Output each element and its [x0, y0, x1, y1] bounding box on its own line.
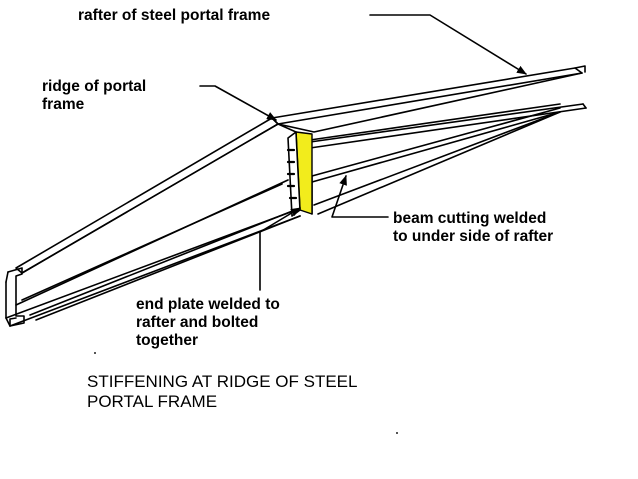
stray-dot [94, 352, 96, 354]
beam-cutting-label-line-1: beam cutting welded [393, 210, 547, 227]
rafter-label: rafter of steel portal frame [78, 7, 270, 25]
caption-line-1: STIFFENING AT RIDGE OF STEEL [87, 372, 358, 391]
ridge-label-line-2: frame [42, 96, 85, 113]
leader-lines [199, 14, 527, 291]
ridge-label: ridge of portal frame [42, 78, 146, 114]
caption-line-2: PORTAL FRAME [87, 392, 218, 411]
end-plate-label-line-2: rafter and bolted [136, 314, 259, 331]
ridge-end-plate [277, 123, 313, 217]
right-rafter [271, 65, 587, 215]
beam-cutting-label: beam cutting welded to under side of raf… [393, 210, 553, 246]
left-rafter [5, 117, 301, 327]
end-plate-label: end plate welded to rafter and bolted to… [136, 296, 280, 350]
rafter-label-text: rafter of steel portal frame [78, 7, 271, 24]
end-plate-label-line-1: end plate welded to [136, 296, 280, 313]
beam-cutting-label-line-2: to under side of rafter [393, 228, 554, 245]
stray-dot [396, 432, 398, 434]
diagram-caption: STIFFENING AT RIDGE OF STEEL PORTAL FRAM… [87, 372, 357, 412]
end-plate-label-line-3: together [136, 332, 198, 349]
ridge-label-line-1: ridge of portal [42, 78, 147, 95]
